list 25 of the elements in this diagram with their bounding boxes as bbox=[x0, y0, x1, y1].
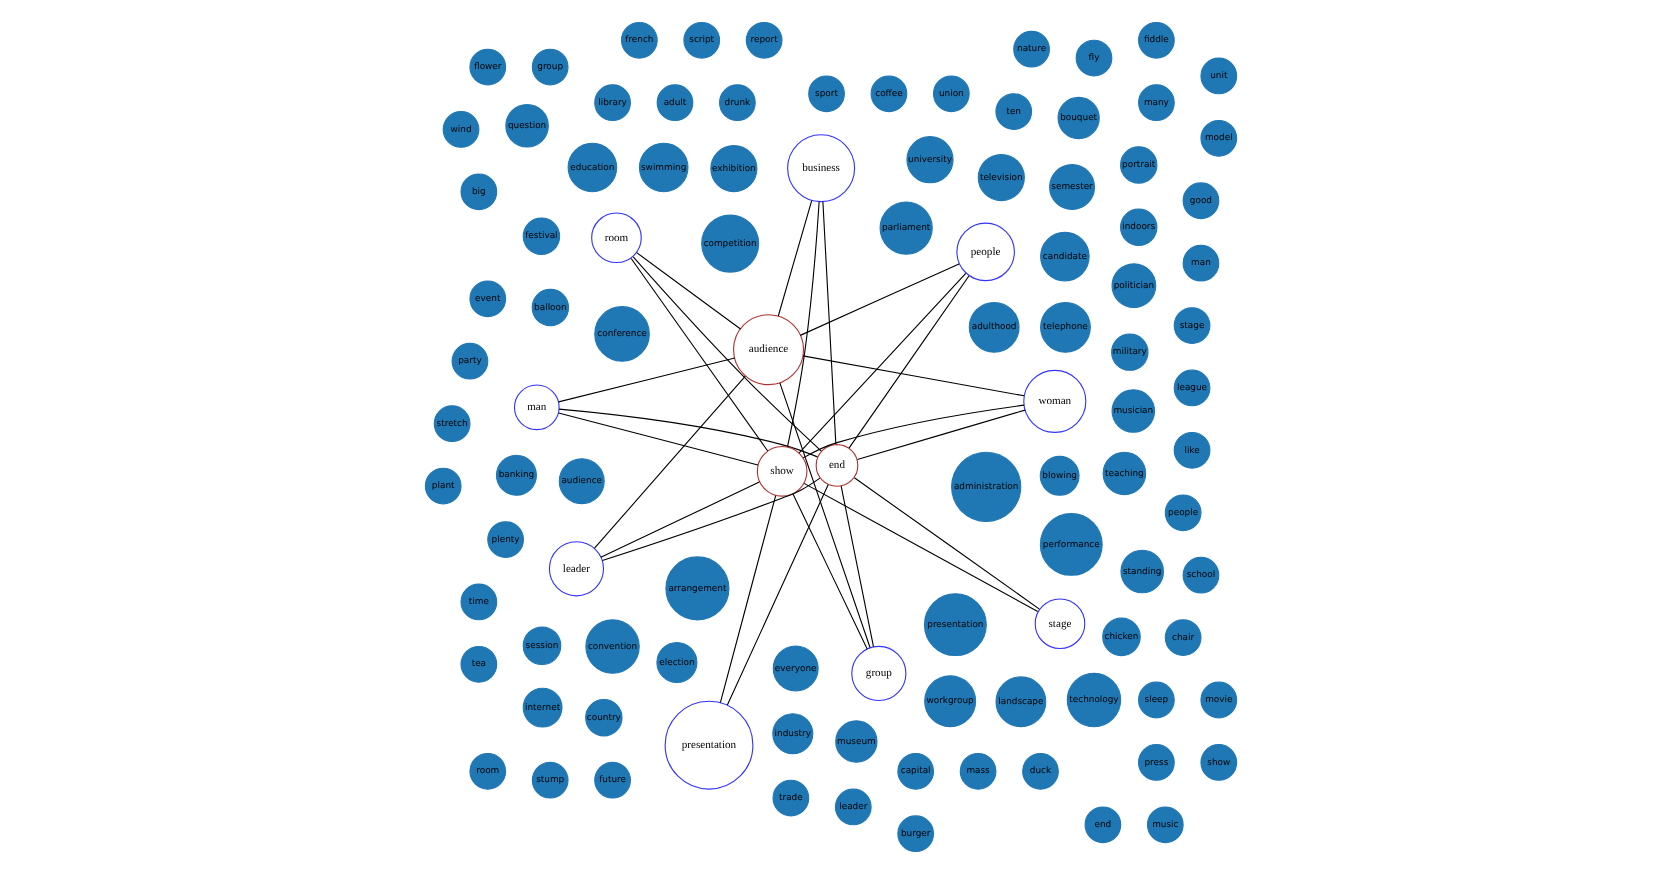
connector bbox=[557, 411, 758, 465]
connector bbox=[592, 374, 745, 548]
connector bbox=[631, 255, 821, 451]
connector bbox=[600, 476, 820, 561]
connector bbox=[847, 274, 969, 448]
connector bbox=[791, 492, 867, 649]
connector bbox=[725, 483, 828, 705]
connector bbox=[785, 200, 819, 447]
connector bbox=[801, 354, 1024, 396]
connector bbox=[778, 381, 870, 648]
connector bbox=[798, 262, 959, 335]
connector bbox=[557, 356, 735, 402]
connector bbox=[557, 407, 817, 457]
connector bbox=[802, 481, 1038, 612]
connector bbox=[635, 251, 741, 329]
connector bbox=[629, 256, 768, 451]
connector bbox=[821, 200, 836, 444]
connector bbox=[801, 403, 1024, 458]
connector bbox=[855, 408, 1025, 459]
connector bbox=[852, 476, 1039, 609]
connector bbox=[839, 484, 874, 647]
connector bbox=[776, 199, 812, 316]
connector bbox=[718, 494, 776, 703]
connector bbox=[599, 480, 759, 557]
connector bbox=[797, 271, 966, 453]
